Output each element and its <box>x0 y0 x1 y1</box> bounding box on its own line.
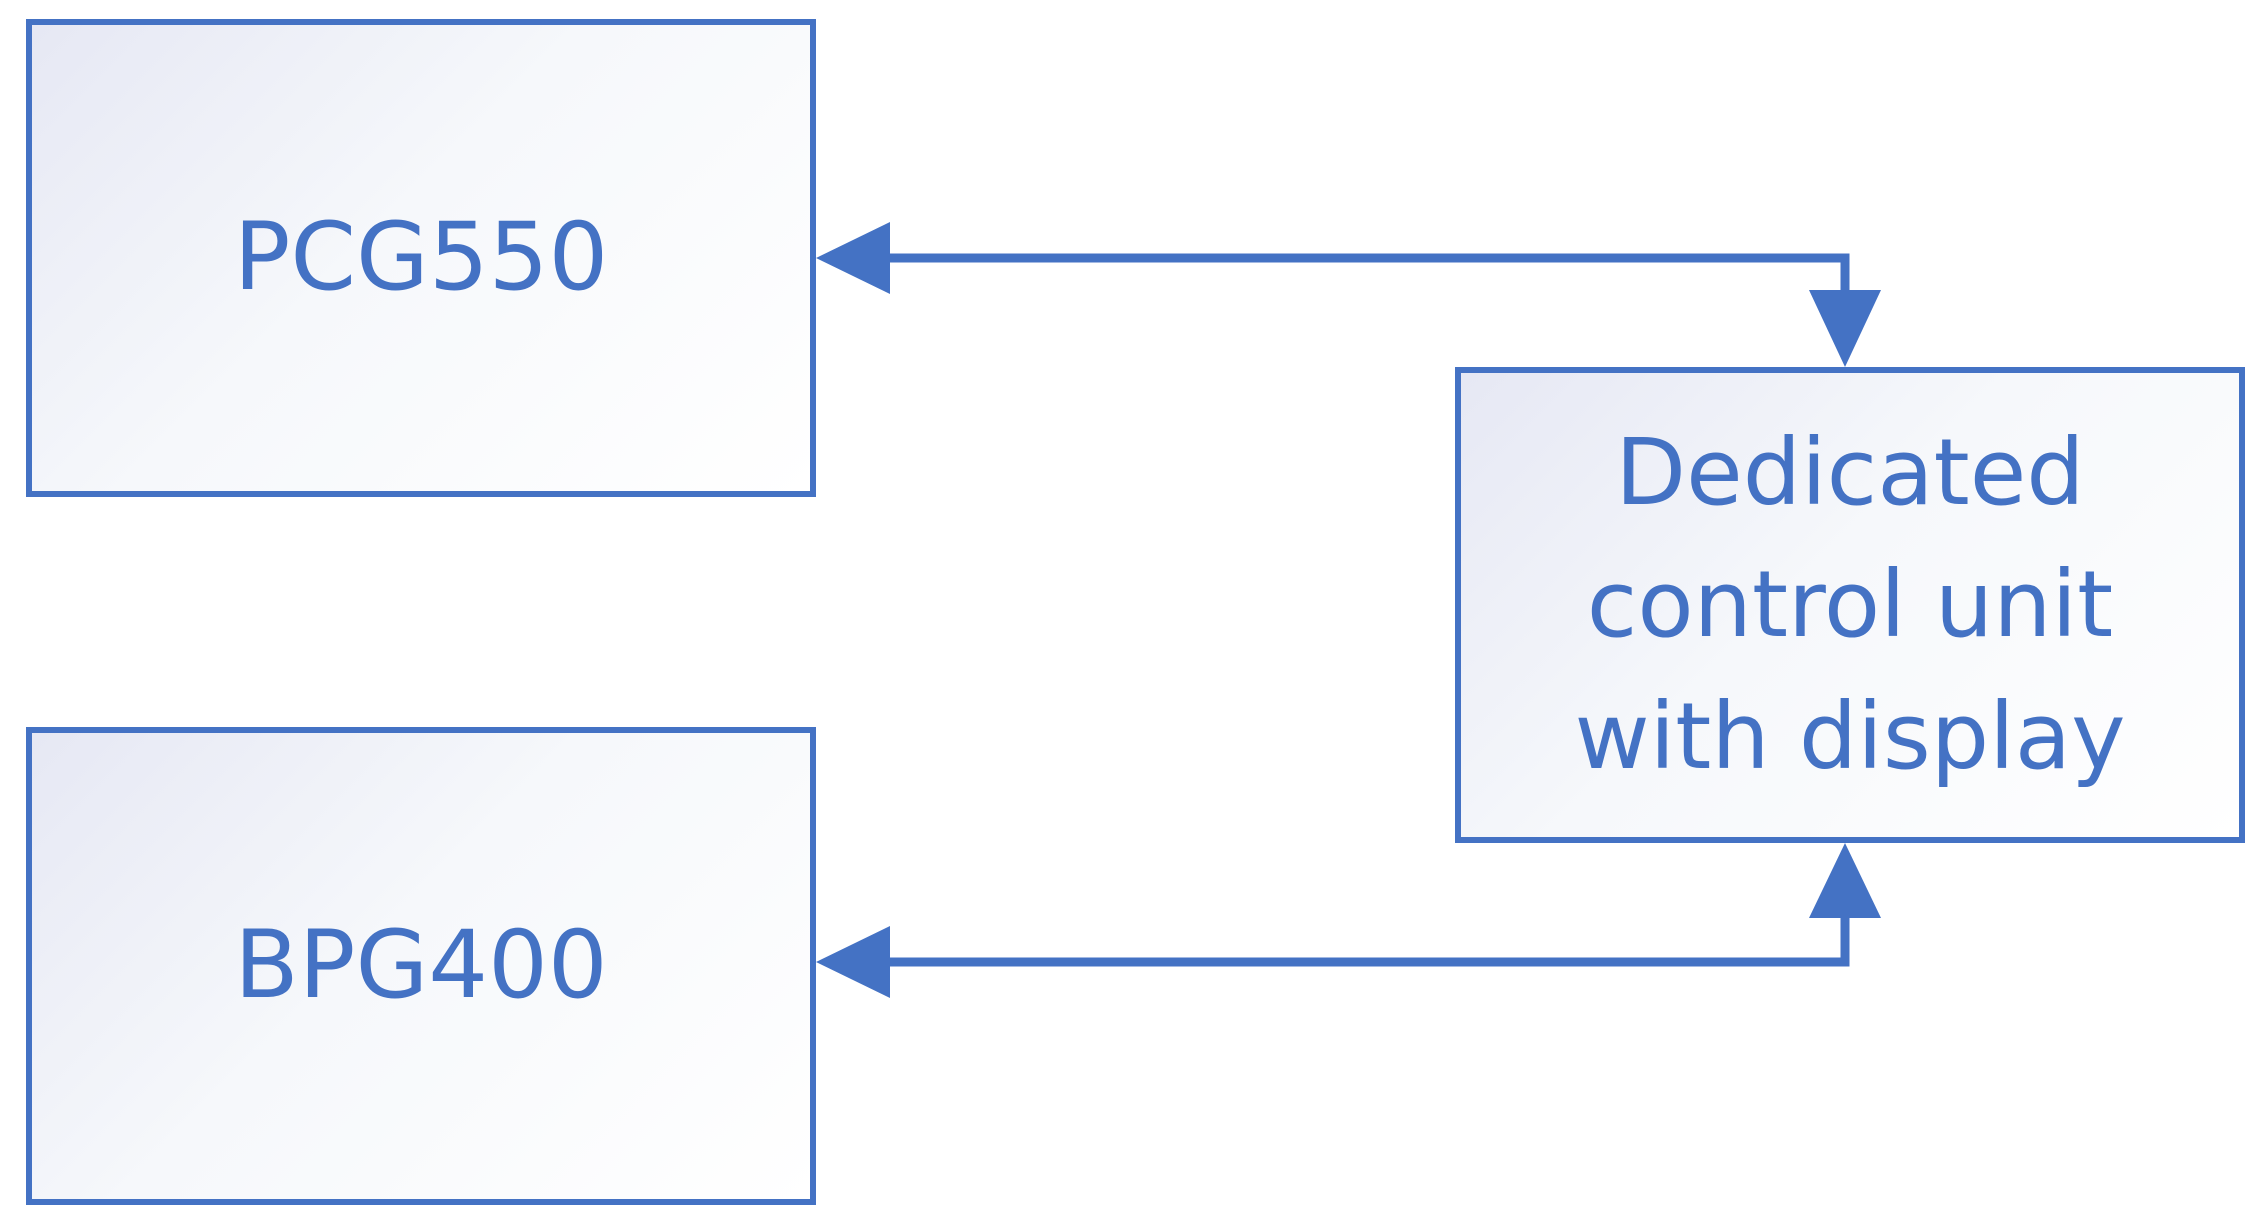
arrowhead-to-bpg400 <box>816 926 890 998</box>
connector-bpg400-control-unit <box>816 843 1881 998</box>
connector-line-bottom <box>880 912 1850 967</box>
arrowhead-to-control-unit-bottom <box>1809 843 1881 918</box>
arrowhead-to-control-unit-top <box>1809 290 1881 367</box>
control-unit-box: Dedicated control unit with display <box>1455 367 2245 843</box>
control-unit-label: Dedicated control unit with display <box>1574 407 2125 803</box>
pcg550-box: PCG550 <box>26 19 816 497</box>
control-unit-label-line-2: control unit <box>1586 551 2114 658</box>
arrowhead-to-pcg550 <box>816 222 890 294</box>
connector-pcg550-control-unit <box>816 222 1881 367</box>
connector-line-top <box>880 253 1850 296</box>
pcg550-label: PCG550 <box>233 202 609 312</box>
bpg400-box: BPG400 <box>26 727 816 1205</box>
control-unit-label-line-1: Dedicated <box>1615 419 2085 526</box>
bpg400-label: BPG400 <box>234 910 608 1020</box>
control-unit-label-line-3: with display <box>1574 683 2126 790</box>
